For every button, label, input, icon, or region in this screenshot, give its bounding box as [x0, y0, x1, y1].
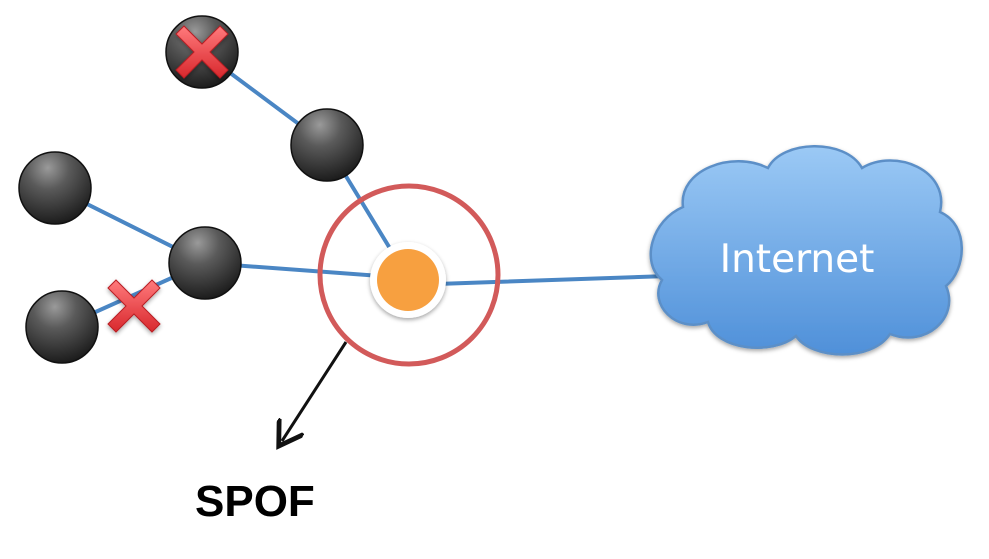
red-x-icon	[107, 279, 161, 333]
spof-ring	[317, 183, 501, 367]
red-x-icon	[175, 25, 229, 79]
left-bottom-node	[25, 290, 99, 364]
link-hub-to-internet	[406, 274, 670, 287]
internet-cloud-icon: Internet	[649, 145, 963, 356]
upper-node	[290, 108, 364, 182]
arrow-icon	[282, 341, 348, 441]
spof-label: SPOF	[195, 477, 315, 526]
cloud-label: Internet	[720, 237, 875, 282]
cloud-shape	[649, 145, 963, 356]
left-top-node	[18, 151, 92, 225]
middle-node	[168, 226, 242, 300]
hub-node	[370, 242, 446, 318]
